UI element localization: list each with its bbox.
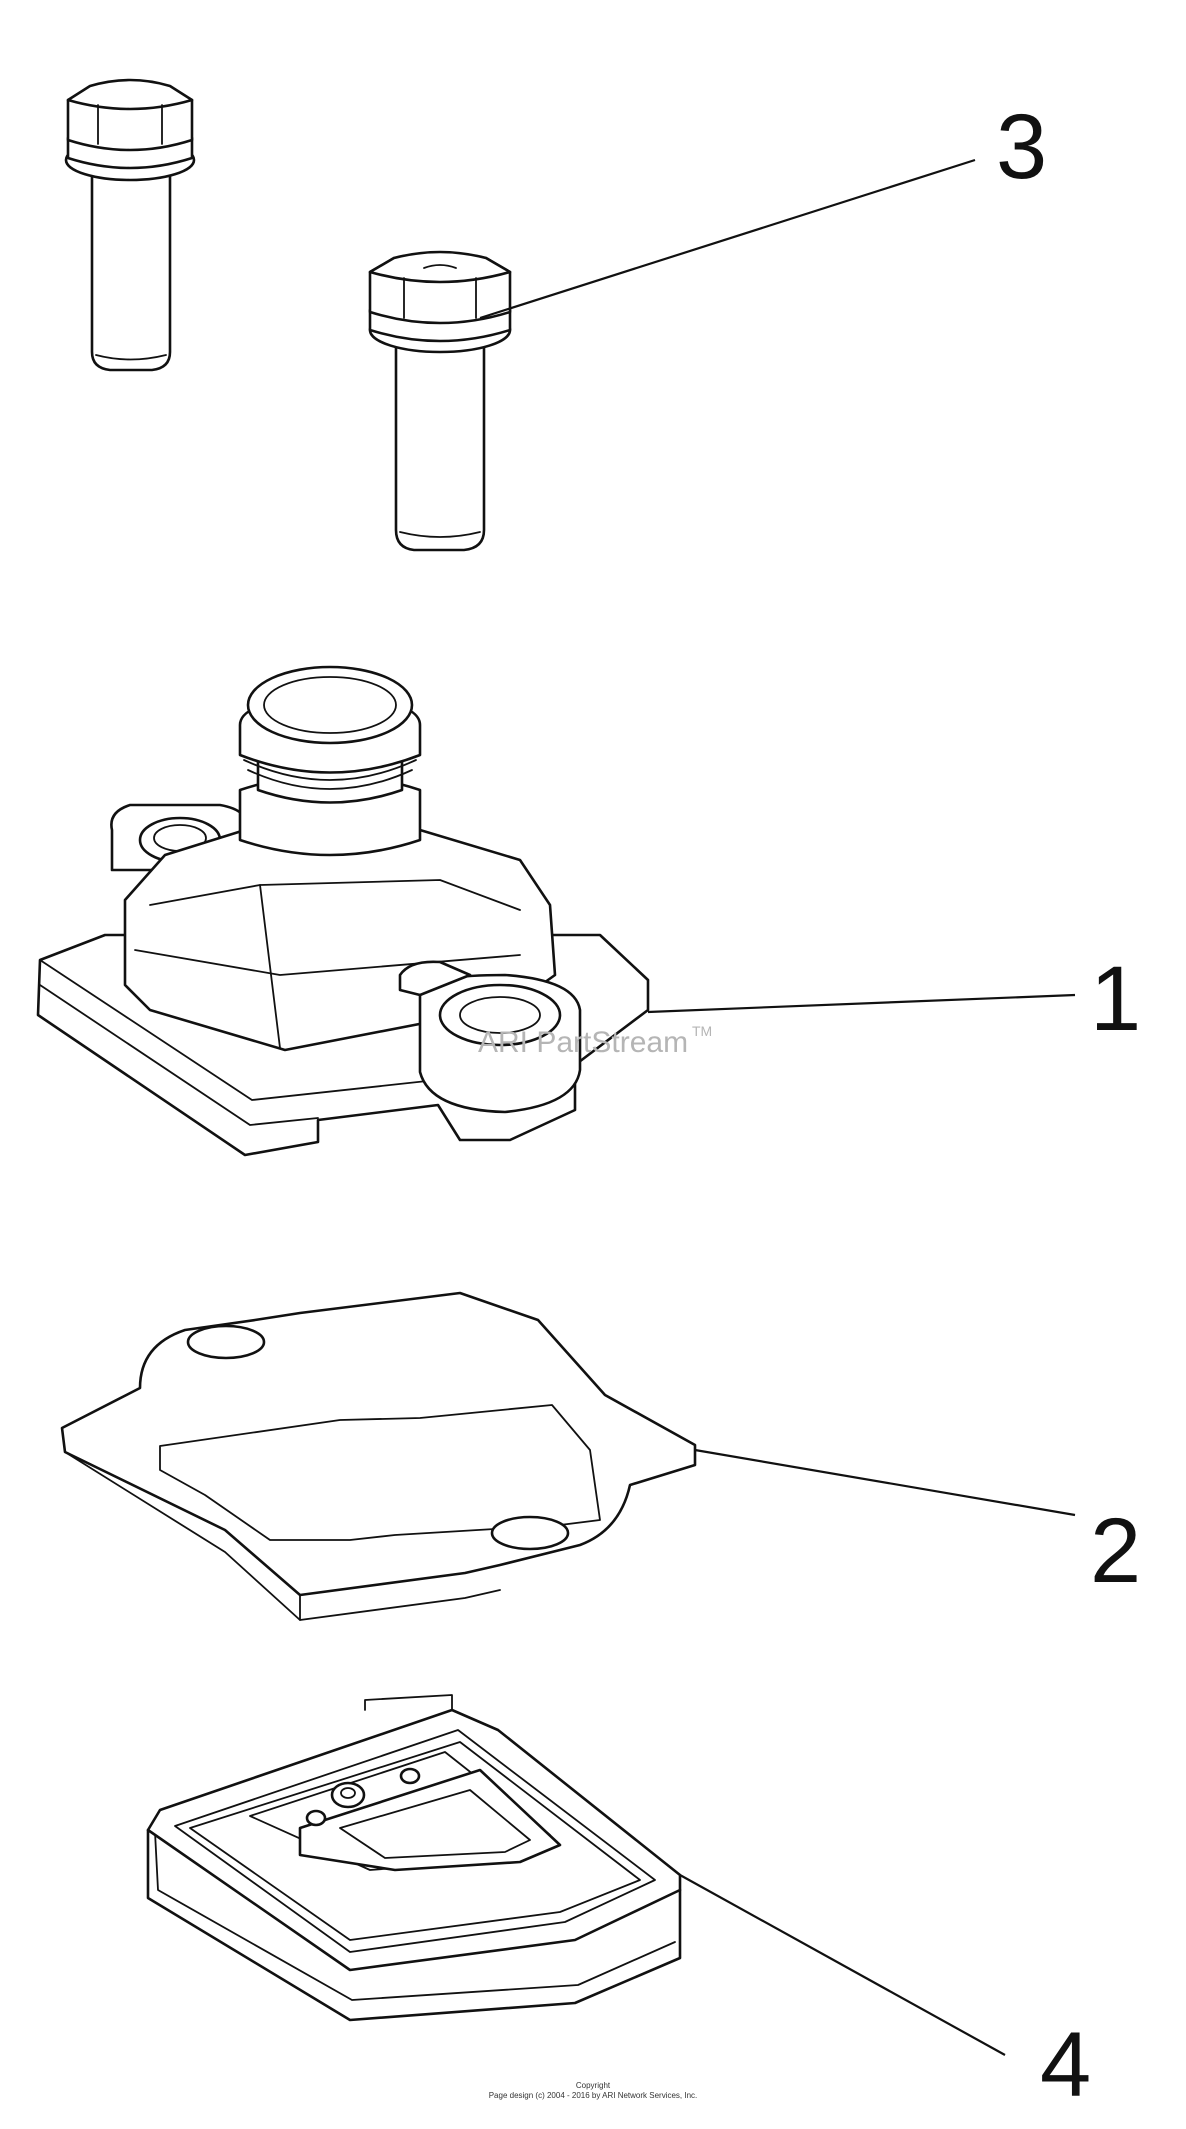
gasket-part-2[interactable] (60, 1291, 697, 1621)
watermark-trademark: TM (692, 1023, 712, 1039)
callout-number-4: 4 (1040, 2014, 1091, 2116)
leader-line-4 (679, 1874, 1006, 2056)
callout-number-1: 1 (1090, 948, 1141, 1050)
footer-copyright: Copyright (575, 2081, 611, 2090)
callout-number-3: 3 (996, 96, 1047, 198)
watermark: ARI PartStream (478, 1026, 688, 1059)
leader-line-2 (694, 1448, 1076, 1517)
leader-line-1 (647, 993, 1076, 1014)
bolt-left[interactable] (64, 78, 196, 372)
page-footer: Copyright Page design (c) 2004 - 2016 by… (0, 2081, 1186, 2101)
reed-valve-part-4[interactable] (146, 1694, 682, 2022)
footer-page-design: Page design (c) 2004 - 2016 by ARI Netwo… (488, 2091, 698, 2100)
leader-line-3 (479, 158, 976, 320)
callout-number-2: 2 (1090, 1500, 1141, 1602)
bolt-right[interactable] (368, 250, 512, 552)
housing-part-1[interactable] (36, 665, 650, 1157)
